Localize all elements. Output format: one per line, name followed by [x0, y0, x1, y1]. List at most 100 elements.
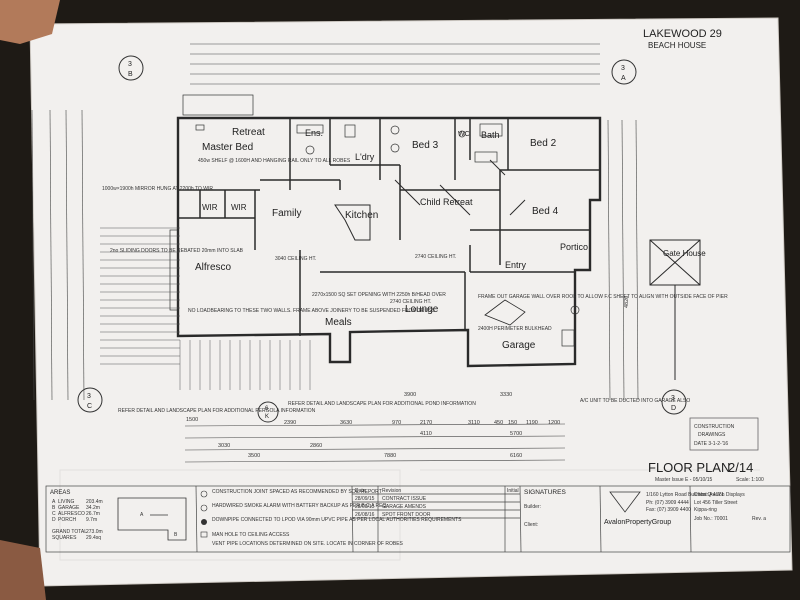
company-address: 1/160 Lytton Road Bulimba Q 4171: [646, 492, 724, 498]
legend-4: MAN HOLE TO CEILING ACCESS: [212, 532, 290, 538]
bottom-dimension-lines: [184, 423, 566, 463]
company-ph: Ph: (07) 3909 4444: [646, 500, 689, 506]
legend-3: DOWNPIPE CONNECTED TO LPOD VIA 90mm UPVC…: [212, 517, 462, 523]
dim-1500: 1500: [186, 417, 198, 423]
room-wir-1: WIR: [202, 203, 218, 212]
signature-client: Client:: [524, 522, 538, 528]
room-garage: Garage: [502, 340, 536, 351]
company-suburb: Kippa-ring: [694, 507, 717, 513]
dim-5700: 5700: [510, 431, 522, 437]
note-frame-out: FRAME OUT GARAGE WALL OVER ROOF TO ALLOW…: [478, 294, 728, 300]
rev-header-revision: Revision: [382, 488, 401, 494]
dim-7880: 7880: [384, 453, 396, 459]
company-fax: Fax: (07) 3909 4400: [646, 507, 691, 513]
company-block: AvalonPropertyGroup 1/160 Lytton Road Bu…: [604, 491, 766, 526]
company-logo-icon: [609, 491, 641, 513]
room-wc: WC: [458, 131, 470, 138]
smoke-alarm-icon: [200, 504, 208, 512]
room-wir-2: WIR: [231, 203, 247, 212]
area-name: PORCH: [58, 517, 76, 523]
marker-k-number: 6: [265, 406, 269, 412]
area-name: LIVING: [58, 499, 75, 505]
area-name: ALFRESCO: [58, 511, 85, 517]
fixtures: [169, 94, 580, 347]
legend-5: VENT PIPE LOCATIONS DETERMINED ON SITE. …: [212, 541, 404, 547]
rev-date: 28/09/15: [355, 496, 375, 502]
note-ceiling-lounge: 2740 CEILING HT.: [390, 299, 431, 305]
dim-1200: 1200: [548, 420, 560, 426]
room-entry: Entry: [505, 260, 527, 270]
room-bed4: Bed 4: [532, 206, 559, 217]
dim-6160: 6160: [510, 453, 522, 459]
area-code: A: [52, 499, 56, 505]
area-total-value: 273.0m: [86, 529, 103, 535]
room-bath: Bath: [481, 130, 500, 140]
marker-c-letter: C: [87, 403, 92, 410]
stamp-line-1: CONSTRUCTION: [694, 424, 735, 430]
marker-a-number: 3: [621, 65, 625, 72]
area-name: GARAGE: [58, 505, 80, 511]
revisions-table: Date Revision Initial 28/09/15 CONTRACT …: [355, 488, 519, 518]
dim-2860: 2860: [310, 443, 322, 449]
room-kitchen: Kitchen: [345, 210, 378, 221]
rev-text: SPOT FRONT DOOR: [382, 512, 431, 518]
construction-stamp: CONSTRUCTION DRAWINGS DATE 3-1-2-'16: [689, 417, 759, 451]
section-marker-a: [611, 59, 637, 85]
dim-970: 970: [392, 420, 401, 426]
section-marker-b: [118, 55, 144, 81]
right-dimension-lines: [607, 119, 639, 401]
dim-4110: 4110: [420, 431, 432, 437]
room-master-bed: Master Bed: [202, 142, 253, 153]
dim-3110: 3110: [468, 420, 480, 426]
area-value: 34.2m: [86, 505, 100, 511]
joint-icon: [200, 490, 208, 498]
areas-list: A LIVING 203.4m B GARAGE 34.2m C ALFRESC…: [52, 499, 103, 541]
room-portico: Portico: [560, 242, 588, 252]
area-value: 203.4m: [86, 499, 103, 505]
manhole-icon: [200, 531, 208, 538]
outdoor-paving-lines: [179, 340, 311, 390]
alfresco-pergola-lines: [100, 227, 180, 365]
sheet-title: FLOOR PLAN: [648, 460, 730, 475]
note-ceiling-3040: 3040 CEILING HT.: [275, 256, 316, 262]
note-perimeter-bulkhead: 2400H PERIMETER BULKHEAD: [478, 326, 552, 332]
marker-a-letter: A: [621, 75, 626, 82]
rev-date: 26/08/16: [355, 512, 375, 518]
note-opening-2270: 2270x1500 SQ SET OPENING WITH 2250h B/HE…: [312, 292, 446, 298]
room-ens: Ens.: [305, 128, 323, 138]
area-squares-label: SQUARES: [52, 535, 77, 541]
downpipe-icon: [201, 519, 207, 525]
note-refer-pond: REFER DETAIL AND LANDSCAPE PLAN FOR ADDI…: [288, 401, 476, 407]
area-code: C: [52, 511, 56, 517]
sheet-scale: Scale: 1:100: [736, 477, 764, 483]
rev-text: CONTRACT ISSUE: [382, 496, 427, 502]
finger-bottom-left: [0, 540, 46, 600]
signature-builder: Builder:: [524, 504, 541, 510]
section-marker-c: [77, 387, 103, 413]
finger-top-left: [0, 0, 60, 44]
marker-k-letter: K: [265, 414, 269, 420]
area-squares-value: 29.4sq: [86, 535, 101, 541]
key-plan-b: B: [174, 532, 178, 538]
room-bed3: Bed 3: [412, 140, 439, 151]
dim-3500: 3500: [248, 453, 260, 459]
rev-date: 28/09/15: [355, 504, 375, 510]
legend-2: HARDWIRED SMOKE ALARM WITH BATTERY BACKU…: [212, 503, 388, 509]
section-marker-k: [257, 401, 279, 423]
dim-3030: 3030: [218, 443, 230, 449]
dim-2170: 2170: [420, 420, 432, 426]
gate-house-outline: [649, 239, 701, 380]
room-lounge: Lounge: [405, 304, 439, 315]
stamp-line-2: DRAWINGS: [698, 432, 726, 438]
key-plan: [117, 497, 187, 541]
note-no-loadbearing: NO LOADBEARING TO THESE TWO WALLS. FRAME…: [188, 308, 436, 314]
house-title: LAKEWOOD 29: [643, 28, 722, 40]
kitchen-bench: [334, 204, 371, 241]
areas-title: AREAS: [50, 490, 70, 496]
rev-text: GARAGE AMENDS: [382, 504, 427, 510]
room-alfresco: Alfresco: [195, 262, 232, 273]
area-code: B: [52, 505, 56, 511]
left-dimension-lines: [31, 109, 85, 401]
